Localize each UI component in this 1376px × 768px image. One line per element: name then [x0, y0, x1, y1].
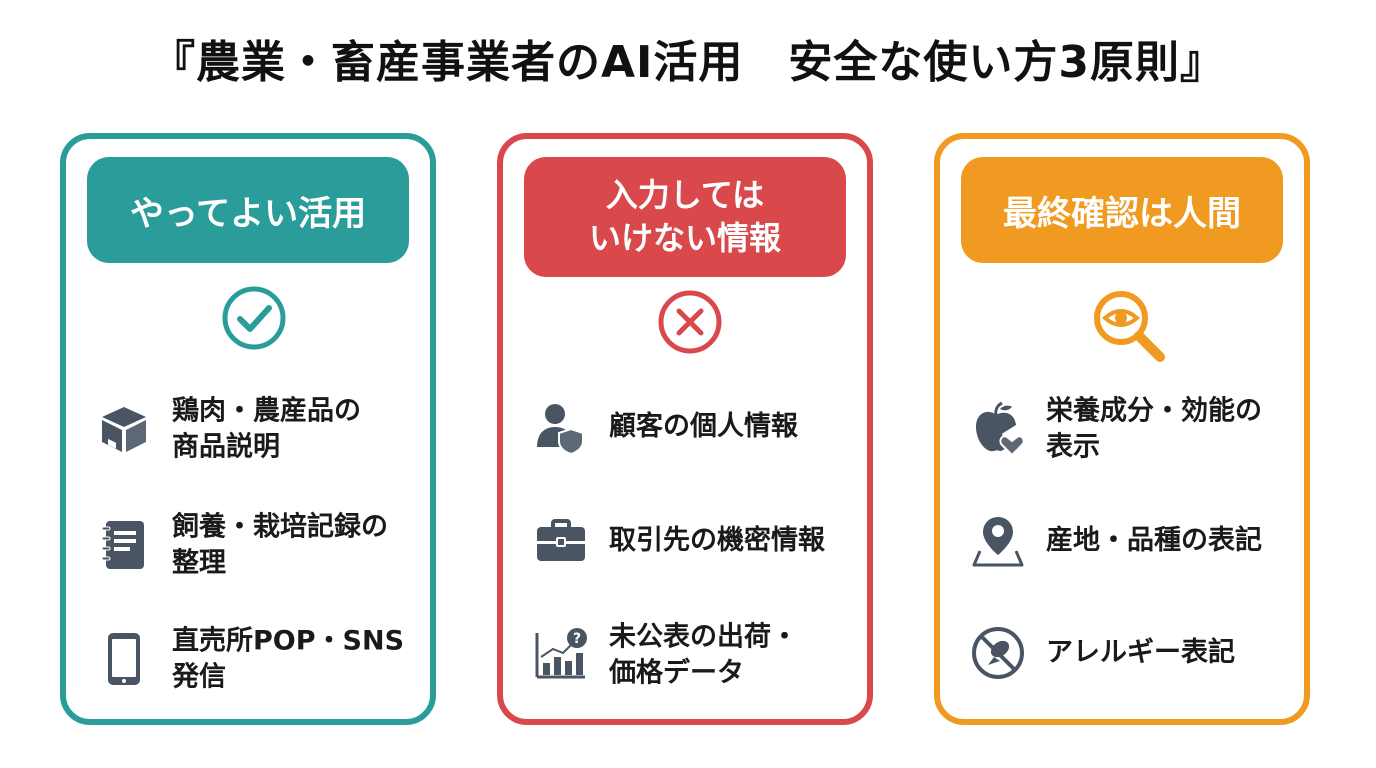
label-line: 表示: [1046, 431, 1100, 462]
label-line: 整理: [172, 547, 226, 578]
list-item: 顧客の個人情報: [533, 387, 863, 467]
page-title: 『農業・畜産事業者のAI活用 安全な使い方3原則』: [150, 37, 1226, 88]
list-item-label: 顧客の個人情報: [609, 409, 798, 445]
list-item: 直売所POP・SNS 発信: [96, 619, 426, 699]
panel-header-line: やってよい活用: [129, 193, 367, 234]
label-line: 産地・品種の表記: [1046, 525, 1262, 557]
list-item-label: アレルギー表記: [1046, 635, 1235, 671]
panel-prohibited-input: 入力しては いけない情報 顧客の個人情報 取引先の機密情報: [497, 133, 873, 725]
svg-text:?: ?: [573, 631, 581, 647]
list-item-label: 産地・品種の表記: [1046, 523, 1262, 559]
panel-header: 最終確認は人間: [961, 157, 1283, 263]
list-item-label: 栄養成分・効能の 表示: [1046, 393, 1262, 464]
box-icon: [102, 407, 146, 452]
list-item-label: 直売所POP・SNS 発信: [172, 623, 404, 694]
list-item: 栄養成分・効能の 表示: [970, 389, 1300, 469]
panel-header-line: 最終確認は人間: [1003, 193, 1241, 234]
label-line: 取引先の機密情報: [609, 525, 825, 557]
panel-header-line: いけない情報: [588, 219, 781, 257]
magnifier-eye-icon: [1094, 291, 1165, 362]
apple-heart-icon: [976, 401, 1025, 457]
label-line: 発信: [172, 661, 226, 692]
list-item: アレルギー表記: [970, 613, 1300, 693]
label-line: 商品説明: [172, 431, 280, 462]
label-line: 顧客の個人情報: [609, 411, 798, 443]
panel-allowed-use: やってよい活用 鶏肉・農産品の 商品説明 飼養・栽培記録の: [60, 133, 436, 725]
list-item: 取引先の機密情報: [533, 501, 863, 581]
x-circle-icon: [658, 290, 722, 354]
no-allergen-icon: [972, 627, 1024, 679]
map-pin-icon: [972, 517, 1024, 567]
briefcase-icon: [537, 519, 585, 561]
check-circle-icon: [222, 286, 286, 350]
label-line: アレルギー表記: [1046, 637, 1235, 669]
list-item: 鶏肉・農産品の 商品説明: [96, 389, 426, 469]
smartphone-icon: [108, 633, 140, 685]
list-item-label: 未公表の出荷・ 価格データ: [609, 619, 798, 690]
list-item: ? 未公表の出荷・ 価格データ: [533, 615, 863, 695]
label-line: 直売所POP・SNS: [172, 625, 405, 657]
label-line: 栄養成分・効能の: [1046, 395, 1262, 427]
list-item-label: 鶏肉・農産品の 商品説明: [172, 393, 361, 464]
panel-header-line: 入力しては: [605, 175, 765, 214]
list-item-label: 飼養・栽培記録の 整理: [172, 509, 388, 580]
label-line: 未公表の出荷・: [609, 621, 798, 653]
chart-question-icon: ?: [535, 628, 587, 679]
panel-human-check: 最終確認は人間 栄養成分・効能の 表示 産地・品種の表記: [934, 133, 1310, 725]
user-shield-icon: [537, 404, 584, 455]
panel-header: やってよい活用: [87, 157, 409, 263]
panel-header: 入力しては いけない情報: [524, 157, 846, 277]
list-item: 飼養・栽培記録の 整理: [96, 505, 426, 585]
notebook-icon: [101, 521, 144, 569]
label-line: 鶏肉・農産品の: [172, 395, 361, 427]
label-line: 価格データ: [609, 657, 744, 688]
label-line: 飼養・栽培記録の: [172, 511, 388, 543]
list-item-label: 取引先の機密情報: [609, 523, 825, 559]
list-item: 産地・品種の表記: [970, 501, 1300, 581]
